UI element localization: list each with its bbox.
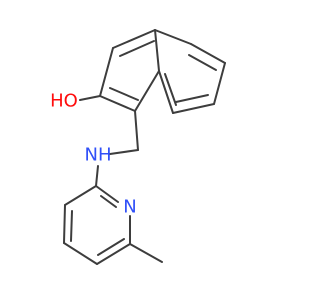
bond <box>79 95 101 101</box>
structure-canvas: HO NH N <box>50 29 226 265</box>
bond <box>175 94 209 103</box>
bond <box>97 238 125 256</box>
molecule-structure: HO NH N <box>50 29 226 265</box>
bond <box>112 29 156 49</box>
bond <box>99 95 136 112</box>
bond <box>70 210 73 242</box>
bond <box>190 43 226 64</box>
bond <box>134 70 160 112</box>
bond <box>95 185 119 203</box>
bond <box>63 204 66 244</box>
bond <box>99 47 114 97</box>
hydroxyl-label: HO <box>50 91 78 112</box>
bond <box>158 70 174 114</box>
bond <box>164 73 177 106</box>
bond <box>109 149 139 155</box>
bond <box>100 195 117 208</box>
amine-label: NH <box>85 145 112 166</box>
bond <box>213 62 226 105</box>
pyridine-nitrogen-label: N <box>123 197 136 218</box>
bond <box>96 243 131 265</box>
bond <box>154 29 160 72</box>
bond <box>188 54 217 71</box>
bond <box>109 87 139 101</box>
bond <box>95 165 99 187</box>
bond <box>154 29 192 45</box>
bond <box>64 185 97 206</box>
bond <box>129 243 163 263</box>
bond <box>134 110 139 151</box>
bond <box>63 242 98 265</box>
bond <box>119 40 155 57</box>
bond <box>172 103 215 114</box>
